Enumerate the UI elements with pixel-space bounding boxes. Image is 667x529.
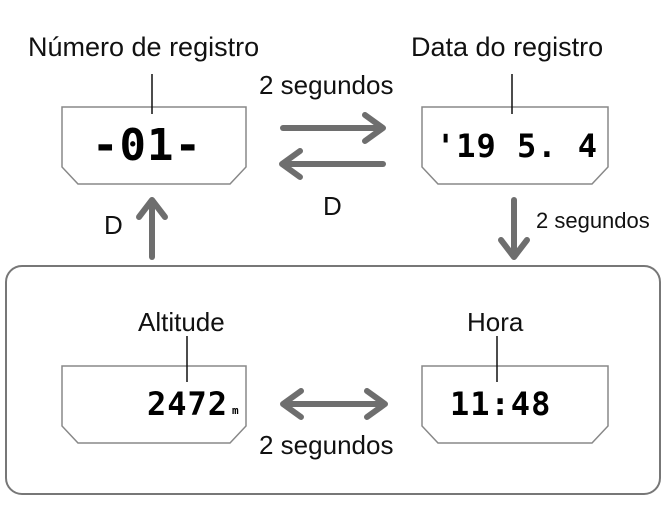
lcd-time: 11:48 [450, 385, 552, 423]
caption-left-up: D [104, 210, 123, 240]
lcd-box-record-number [61, 106, 247, 185]
arrow-double-bottom [280, 388, 388, 420]
group-frame [5, 265, 661, 495]
label-record-number: Número de registro [28, 32, 260, 62]
lcd-box-altitude [61, 365, 247, 444]
arrow-down-right [498, 197, 530, 260]
arrow-left-top [279, 148, 386, 180]
caption-top-back: D [323, 191, 342, 221]
lcd-record-number: -01- [92, 120, 202, 171]
label-time: Hora [467, 307, 524, 337]
lcd-box-time [421, 365, 609, 444]
caption-bottom-both: 2 segundos [259, 430, 394, 460]
lcd-altitude: 2472 [147, 385, 229, 423]
lcd-record-year: '19 [436, 127, 497, 165]
label-altitude: Altitude [138, 307, 225, 337]
label-record-date: Data do registro [411, 32, 604, 62]
caption-right-down: 2 segundos [536, 208, 650, 233]
caption-top-forward: 2 segundos [259, 70, 394, 100]
arrow-right-top [280, 112, 386, 144]
lcd-altitude-unit: m [232, 404, 240, 417]
lcd-record-date: 5. 4 [517, 127, 599, 165]
arrow-up-left [136, 197, 168, 260]
lcd-box-record-date [421, 106, 609, 185]
